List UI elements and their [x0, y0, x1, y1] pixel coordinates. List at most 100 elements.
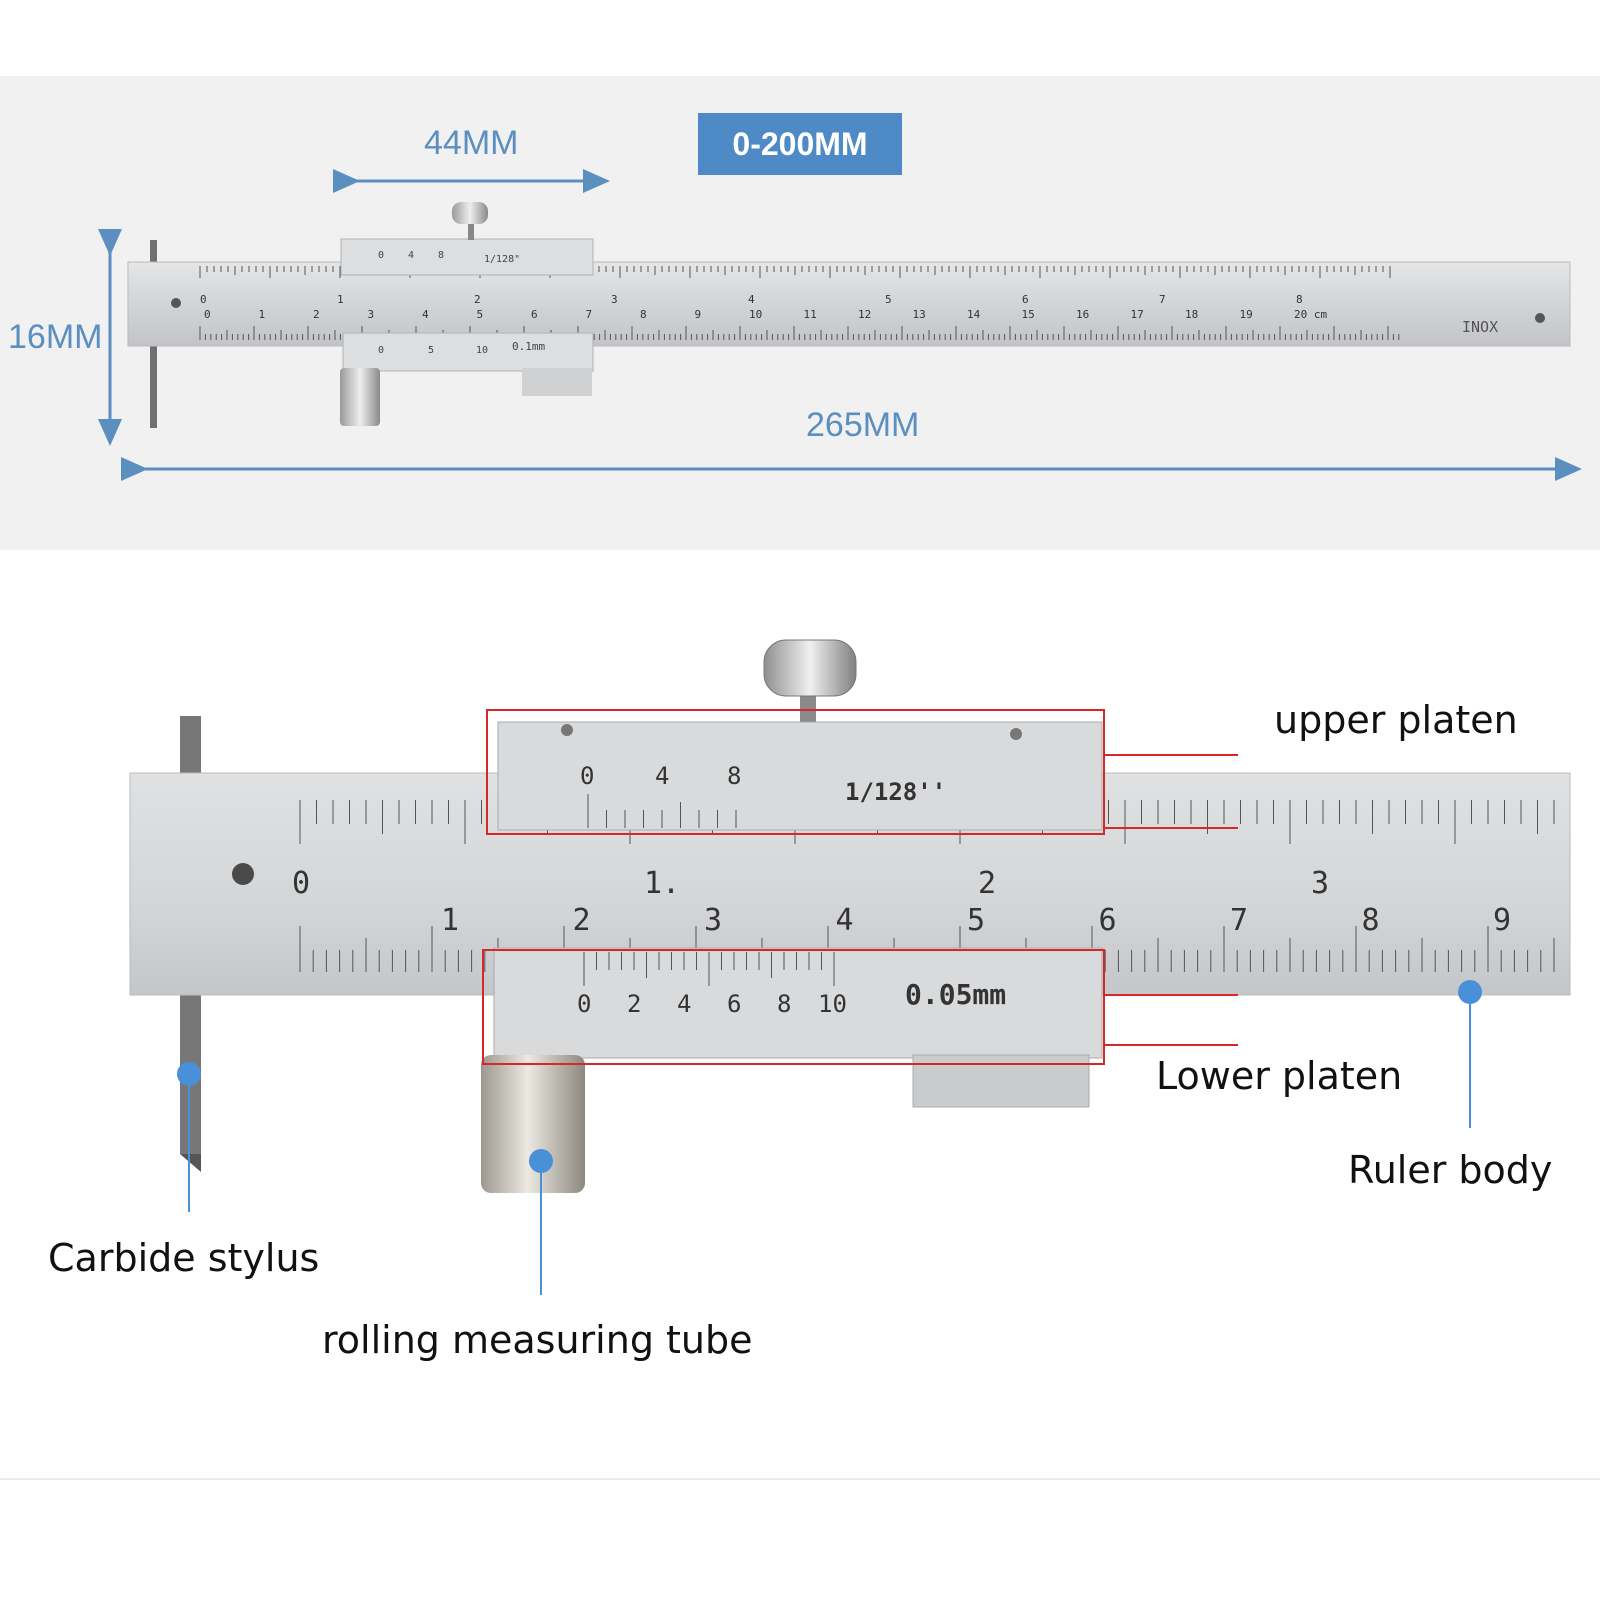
overview-cm-number: 15	[1022, 308, 1035, 321]
lower-platen-highlight	[482, 949, 1105, 1065]
lower-platen-label: Lower platen	[1156, 1054, 1403, 1098]
overview-cm-number: 5	[477, 308, 484, 321]
overview-knob	[452, 202, 488, 224]
tube-callout-dot	[529, 1149, 553, 1173]
overview-rivet-left	[171, 298, 181, 308]
overview-upper-vernier-4: 4	[408, 250, 414, 261]
length-dimension-label: 265MM	[806, 406, 920, 444]
detail-rolling-tube	[481, 1055, 585, 1193]
overview-cm-number: 10	[749, 308, 762, 321]
range-badge: 0-200MM	[698, 113, 902, 175]
overview-inch-number: 5	[885, 293, 892, 306]
detail-cm-number: 1	[441, 903, 459, 938]
overview-cm-number: 19	[1240, 308, 1253, 321]
width-dimension-label: 44MM	[424, 124, 519, 162]
carbide-stylus-label: Carbide stylus	[48, 1236, 320, 1280]
overview-cm-number: 9	[695, 308, 702, 321]
detail-lower-vernier-0: 0	[577, 990, 591, 1018]
overview-inch-number: 1	[337, 293, 344, 306]
detail-lower-vernier-4: 4	[677, 990, 691, 1018]
overview-cm-number: 6	[531, 308, 538, 321]
overview-lower-platen	[342, 332, 594, 372]
overview-knob-stem	[468, 222, 474, 240]
detail-cm-number: 2	[573, 903, 591, 938]
overview-cm-number: 16	[1076, 308, 1089, 321]
overview-cm-number: 0	[204, 308, 211, 321]
overview-inch-number: 6	[1022, 293, 1029, 306]
bottom-divider	[0, 1478, 1600, 1480]
overview-inch-number: 0	[200, 293, 207, 306]
height-dimension-label: 16MM	[8, 318, 103, 356]
detail-lower-vernier-10: 10	[818, 990, 847, 1018]
upper-platen-label: upper platen	[1274, 698, 1518, 742]
detail-knob-stem	[800, 692, 816, 722]
overview-upper-vernier-label: 1/128"	[484, 254, 520, 265]
detail-cm-number: 3	[704, 903, 722, 938]
detail-inch-number: 1.	[644, 866, 680, 901]
overview-rolling-tube	[340, 368, 380, 426]
detail-cm-number: 9	[1493, 903, 1511, 938]
upper-platen-highlight	[486, 709, 1105, 835]
overview-platen-foot	[522, 368, 592, 396]
detail-rivet	[232, 863, 254, 885]
detail-upper-vernier-0: 0	[580, 762, 594, 790]
overview-inch-number: 8	[1296, 293, 1303, 306]
detail-upper-platen-hole-left	[561, 724, 573, 736]
overview-cm-number: 12	[858, 308, 871, 321]
detail-cm-number: 5	[967, 903, 985, 938]
detail-stylus-tip	[180, 1154, 201, 1172]
overview-cm-number: 20 cm	[1294, 308, 1327, 321]
overview-lower-vernier-label: 0.1mm	[512, 340, 545, 353]
detail-lower-vernier-ticks	[583, 952, 835, 986]
detail-inch-number: 0	[292, 866, 310, 901]
overview-cm-number: 2	[313, 308, 320, 321]
detail-cm-numbers: 1 2 3 4 5 6 7 8 9	[441, 903, 1511, 938]
overview-cm-number: 17	[1131, 308, 1144, 321]
overview-inch-number: 3	[611, 293, 618, 306]
detail-upper-vernier-label: 1/128''	[845, 778, 946, 806]
overview-lower-vernier-0: 0	[378, 345, 384, 356]
detail-inch-number: 2	[978, 866, 996, 901]
overview-cm-number: 18	[1185, 308, 1198, 321]
overview-lower-vernier-10: 10	[476, 345, 488, 356]
overview-cm-number: 14	[967, 308, 981, 321]
overview-ruler-body	[127, 261, 1571, 347]
detail-lower-platen	[493, 947, 1103, 1059]
overview-upper-vernier-8: 8	[438, 250, 444, 261]
detail-cm-number: 4	[836, 903, 854, 938]
overview-cm-number: 4	[422, 308, 429, 321]
overview-inch-number: 2	[474, 293, 481, 306]
detail-upper-vernier-8: 8	[727, 762, 741, 790]
detail-upper-platen-hole-right	[1010, 728, 1022, 740]
overview-inch-numbers: 0 1 2 3 4 5 6 7 8	[200, 293, 1303, 306]
overview-cm-number: 7	[586, 308, 593, 321]
overview-cm-number: 11	[804, 308, 817, 321]
detail-upper-platen	[497, 721, 1103, 831]
detail-lower-vernier-2: 2	[627, 990, 641, 1018]
detail-knob	[763, 639, 857, 697]
ruler-body-label: Ruler body	[1348, 1148, 1553, 1192]
overview-brand-label: INOX	[1462, 318, 1498, 336]
overview-inch-number: 4	[748, 293, 755, 306]
detail-lower-vernier-8: 8	[777, 990, 791, 1018]
overview-cm-number: 1	[259, 308, 266, 321]
ruler-body-callout-dot	[1458, 980, 1482, 1004]
overview-cm-number: 3	[368, 308, 375, 321]
overview-cm-number: 8	[640, 308, 647, 321]
overview-upper-vernier-0: 0	[378, 250, 384, 261]
overview-lower-vernier-5: 5	[428, 345, 434, 356]
detail-cm-number: 8	[1362, 903, 1380, 938]
detail-upper-vernier-ticks	[587, 794, 737, 828]
overview-cm-number: 13	[913, 308, 926, 321]
detail-lower-vernier-label: 0.05mm	[905, 978, 1006, 1011]
detail-cm-number: 7	[1230, 903, 1248, 938]
detail-platen-foot	[912, 1054, 1090, 1108]
detail-lower-vernier-6: 6	[727, 990, 741, 1018]
stylus-callout-dot	[177, 1062, 201, 1086]
overview-inch-number: 7	[1159, 293, 1166, 306]
detail-cm-number: 6	[1099, 903, 1117, 938]
